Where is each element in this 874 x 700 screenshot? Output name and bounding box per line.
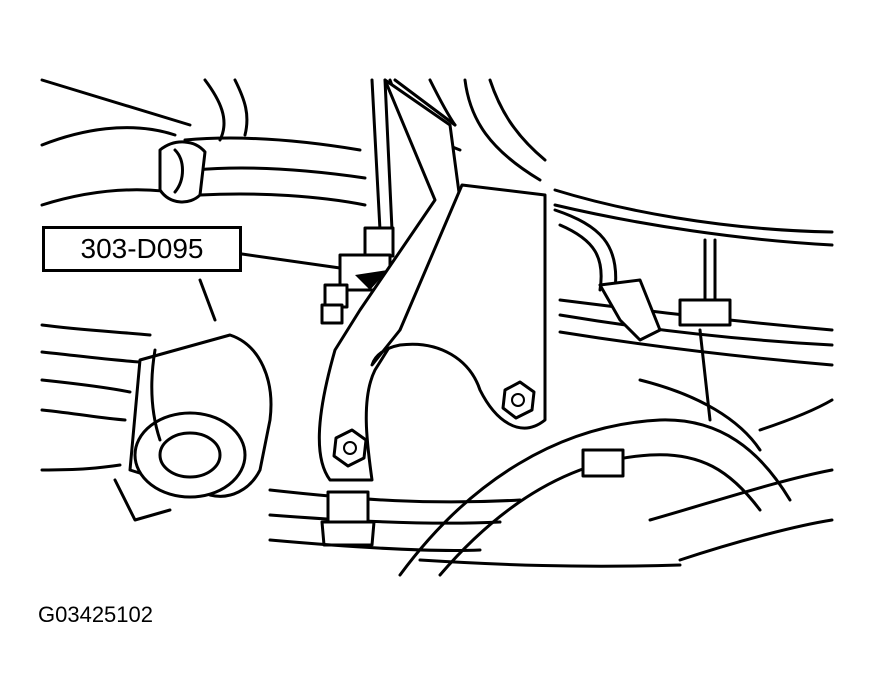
- tool-number-callout: 303-D095: [42, 226, 242, 272]
- lower-pipe: [398, 378, 792, 577]
- coolant-hose: [158, 140, 207, 204]
- left-cylinder-component: [113, 278, 273, 522]
- tool-number-label: 303-D095: [80, 233, 204, 264]
- support-bracket: [317, 78, 547, 482]
- right-side-fittings: [553, 208, 732, 422]
- engine-background-lines: [40, 78, 834, 568]
- bracket-bolts: [320, 380, 536, 547]
- figure-code: G03425102: [38, 602, 153, 627]
- callout-leader-line: [240, 252, 342, 270]
